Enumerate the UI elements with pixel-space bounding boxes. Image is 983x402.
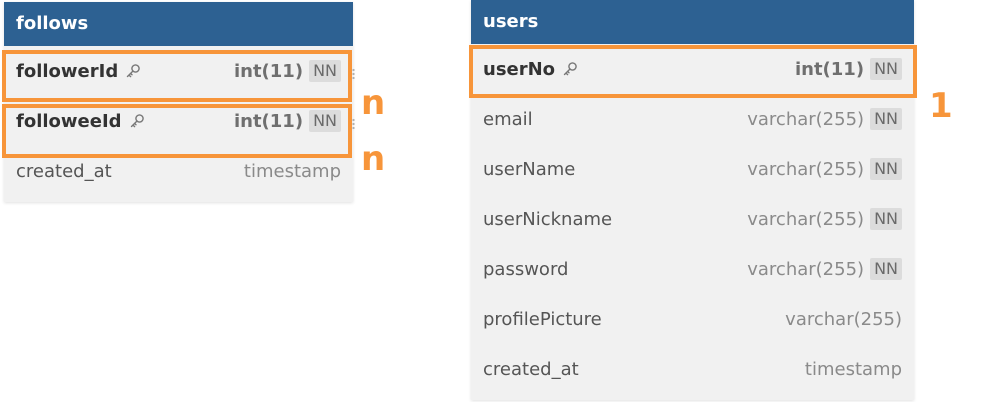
not-null-badge: NN — [309, 110, 341, 132]
users-row-username[interactable]: userName varchar(255) NN — [471, 144, 914, 194]
not-null-badge: NN — [870, 158, 902, 180]
column-type: int(11) — [794, 58, 865, 80]
column-type: timestamp — [804, 358, 902, 380]
follows-row-followeeid[interactable]: followeeId int(11) NN — [4, 96, 353, 146]
follows-table: follows followerId int(11) NN followeeId… — [4, 2, 353, 202]
column-type: int(11) — [233, 60, 304, 82]
connector-dots — [352, 118, 355, 131]
users-table-header[interactable]: users — [471, 0, 914, 44]
column-name: userName — [483, 158, 576, 180]
not-null-badge: NN — [870, 258, 902, 280]
users-row-email[interactable]: email varchar(255) NN — [471, 94, 914, 144]
column-name: followeeId — [16, 110, 122, 132]
cardinality-follower: n — [361, 83, 386, 123]
key-icon — [129, 113, 145, 129]
column-type: varchar(255) — [785, 308, 902, 330]
follows-row-created-at[interactable]: created_at timestamp — [4, 146, 353, 196]
follows-row-followerid[interactable]: followerId int(11) NN — [4, 46, 353, 96]
not-null-badge: NN — [309, 60, 341, 82]
connector-dots — [352, 68, 355, 81]
column-type: varchar(255) — [747, 208, 865, 230]
users-table: users userNo int(11) NN email varchar(25… — [471, 0, 914, 400]
key-icon — [125, 63, 141, 79]
column-type: varchar(255) — [747, 108, 865, 130]
column-name: profilePicture — [483, 308, 602, 330]
not-null-badge: NN — [870, 108, 902, 130]
follows-table-header[interactable]: follows — [4, 2, 353, 46]
column-name: created_at — [483, 358, 579, 380]
column-name: created_at — [16, 160, 112, 182]
column-name: followerId — [16, 60, 119, 82]
users-row-userno[interactable]: userNo int(11) NN — [471, 44, 914, 94]
column-name: password — [483, 258, 569, 280]
column-type: varchar(255) — [747, 158, 865, 180]
cardinality-followee: n — [361, 139, 386, 179]
column-type: timestamp — [243, 160, 341, 182]
cardinality-user: 1 — [929, 86, 953, 126]
column-name: email — [483, 108, 533, 130]
column-type: varchar(255) — [747, 258, 865, 280]
users-row-password[interactable]: password varchar(255) NN — [471, 244, 914, 294]
users-row-profilepicture[interactable]: profilePicture varchar(255) — [471, 294, 914, 344]
column-type: int(11) — [233, 110, 304, 132]
users-row-usernickname[interactable]: userNickname varchar(255) NN — [471, 194, 914, 244]
column-name: userNo — [483, 58, 556, 80]
column-name: userNickname — [483, 208, 613, 230]
not-null-badge: NN — [870, 58, 902, 80]
users-row-created-at[interactable]: created_at timestamp — [471, 344, 914, 394]
key-icon — [562, 61, 578, 77]
not-null-badge: NN — [870, 208, 902, 230]
